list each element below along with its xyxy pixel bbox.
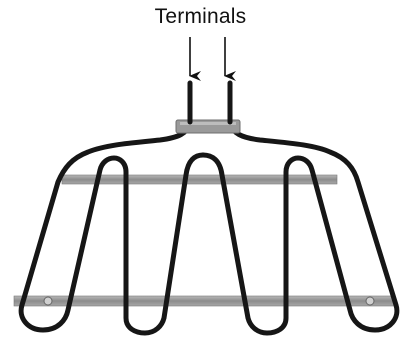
heating-element xyxy=(18,80,400,336)
support-bar-upper xyxy=(61,174,338,185)
terminal-pins xyxy=(187,81,233,125)
terminals-label: Terminals xyxy=(154,5,247,28)
